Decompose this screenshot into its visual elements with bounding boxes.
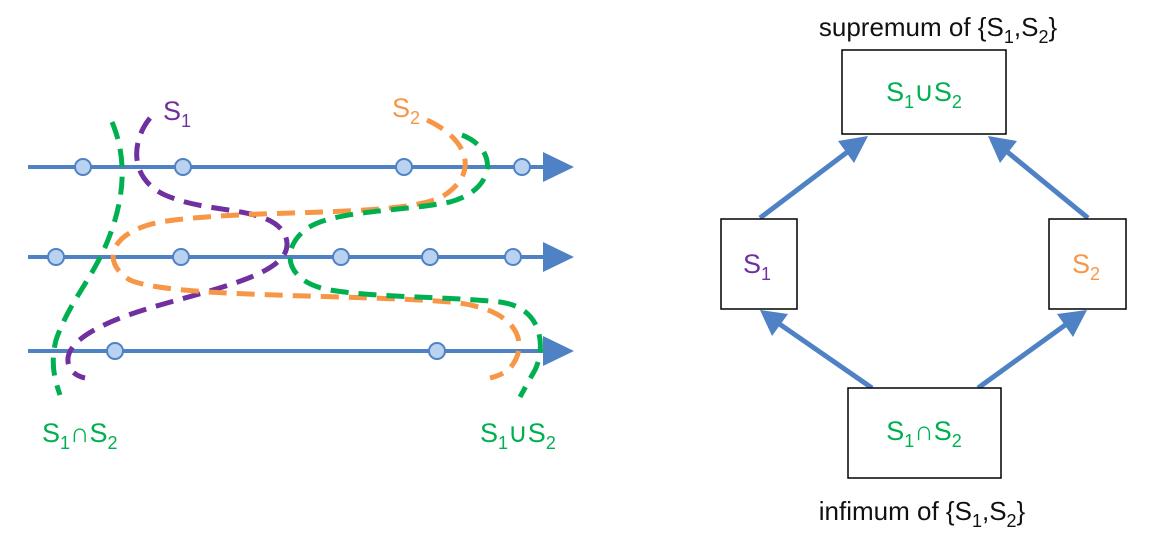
edge-right-to-top	[988, 136, 1090, 220]
timeline-point	[428, 342, 446, 360]
timelines	[28, 152, 574, 366]
arrow-head	[543, 152, 574, 182]
edge-bottom-to-right	[976, 310, 1087, 391]
intersection-label: S1∩S2	[42, 418, 117, 453]
s2-curve-label: S2	[392, 93, 420, 128]
timeline-point	[174, 158, 192, 176]
timeline-point	[332, 248, 350, 266]
intersection-cut-curve	[50, 121, 125, 396]
edge-left-to-top	[758, 136, 868, 220]
timeline-top	[28, 152, 574, 182]
node-left-label: S1	[743, 249, 771, 284]
timeline-point	[513, 158, 531, 176]
node-right-label: S2	[1072, 249, 1100, 284]
arrow-head	[543, 336, 574, 366]
cut-curves	[50, 116, 543, 399]
supremum-caption: supremum of {S1,S2}	[819, 12, 1058, 47]
node-top: S1∪S2	[841, 49, 1007, 135]
s2-cut-curve	[110, 117, 522, 381]
timeline-point	[106, 342, 124, 360]
node-bottom-label: S1∩S2	[886, 416, 961, 451]
node-bottom: S1∩S2	[847, 387, 1002, 479]
union-cut-curve	[287, 132, 543, 399]
timeline-point	[172, 248, 190, 266]
node-left: S1	[720, 218, 798, 310]
arrow-head	[543, 242, 574, 272]
infimum-caption: infimum of {S1,S2}	[819, 496, 1026, 531]
timeline-bottom	[28, 336, 574, 366]
node-top-label: S1∪S2	[886, 77, 962, 112]
timeline-middle	[28, 242, 574, 272]
timeline-point	[395, 158, 413, 176]
node-right: S2	[1048, 218, 1127, 310]
timeline-point	[421, 248, 439, 266]
timeline-point	[47, 248, 65, 266]
s1-cut-curve	[65, 116, 290, 381]
edge-bottom-to-left	[760, 310, 874, 391]
timeline-point	[504, 248, 522, 266]
hasse-edges	[758, 136, 1090, 391]
s1-curve-label: S1	[163, 96, 191, 131]
timeline-point	[74, 158, 92, 176]
union-label: S1∪S2	[480, 418, 556, 453]
